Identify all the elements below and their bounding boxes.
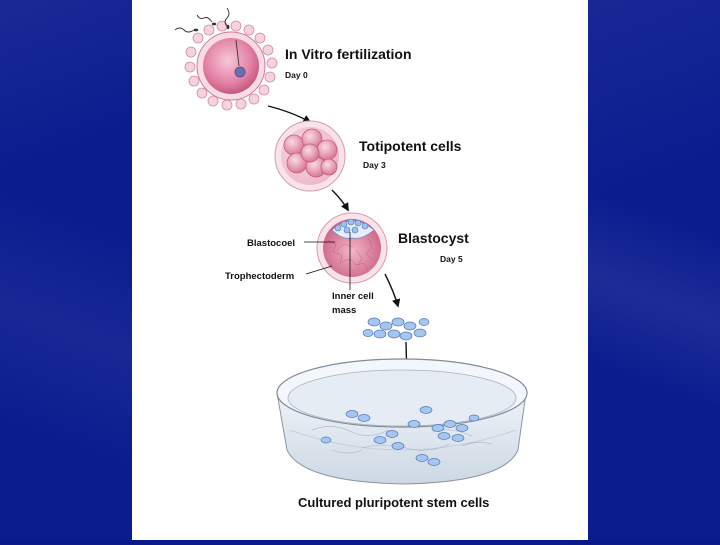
label-blastocoel: Blastocoel xyxy=(247,238,295,249)
extracted-cells-cluster xyxy=(363,318,429,340)
step-day-totipotent: Day 3 xyxy=(363,160,386,170)
label-trophectoderm: Trophectoderm xyxy=(225,271,294,282)
ivf-stem-cell-diagram: In Vitro fertilization Day 0 Totipotent … xyxy=(132,0,588,540)
arrow-blastocyst-to-cells xyxy=(385,274,398,306)
step-day-blastocyst: Day 5 xyxy=(440,254,463,264)
step-title-blastocyst: Blastocyst xyxy=(398,230,469,246)
step-title-totipotent: Totipotent cells xyxy=(359,138,462,154)
step-day-fertilization: Day 0 xyxy=(285,70,308,80)
background-right-panel xyxy=(588,0,720,540)
step-title-fertilization: In Vitro fertilization xyxy=(285,46,412,62)
arrow-totipotent-to-blastocyst xyxy=(332,190,348,210)
totipotent-cells-illustration xyxy=(275,121,345,191)
blastocyst-illustration xyxy=(317,213,387,283)
label-inner-cell-mass-line2: mass xyxy=(332,305,356,316)
label-inner-cell-mass-line1: Inner cell xyxy=(332,291,374,302)
background-left-panel xyxy=(0,0,132,540)
arrow-fertilization-to-totipotent xyxy=(268,106,310,122)
caption-cultured-stem-cells: Cultured pluripotent stem cells xyxy=(298,495,489,510)
slide: In Vitro fertilization Day 0 Totipotent … xyxy=(132,0,588,540)
fertilized-egg-illustration xyxy=(175,8,277,110)
petri-dish-illustration xyxy=(277,359,527,484)
